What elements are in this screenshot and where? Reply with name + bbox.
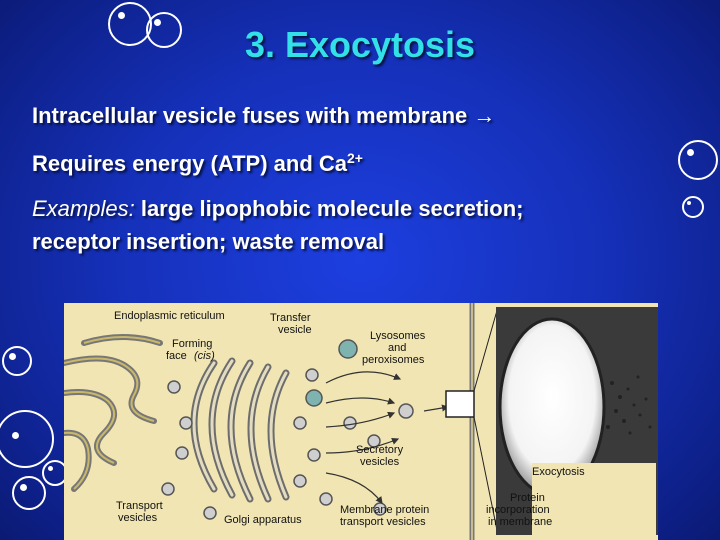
line-examples: Examples: large lipophobic molecule secr… xyxy=(32,196,523,222)
right-arrow-icon: → xyxy=(473,103,496,128)
examples-label: Examples: xyxy=(32,196,135,221)
bubble-decoration xyxy=(146,12,182,48)
label-secretory-1: Secretory xyxy=(356,444,404,456)
examples-text: large lipophobic molecule secretion; xyxy=(134,196,524,221)
label-golgi-apparatus: Golgi apparatus xyxy=(224,514,302,526)
bubble-decoration xyxy=(2,346,32,376)
label-protein-1: Protein xyxy=(510,492,545,504)
line-vesicle-fuses: Intracellular vesicle fuses with membran… xyxy=(32,103,495,129)
label-transfer-1: Transfer xyxy=(270,312,311,324)
label-lysosomes-2: and xyxy=(388,342,406,354)
line-vesicle-fuses-text: Intracellular vesicle fuses with membran… xyxy=(32,103,474,128)
examples-continued-text: receptor insertion; waste removal xyxy=(32,229,385,254)
vesicles xyxy=(161,339,414,520)
bubble-decoration xyxy=(678,140,718,180)
secretion-granules xyxy=(606,375,652,435)
label-endoplasmic-reticulum: Endoplasmic reticulum xyxy=(114,310,225,322)
inset-box xyxy=(445,390,475,418)
label-forming-2: face xyxy=(166,350,187,362)
label-lysosomes-3: peroxisomes xyxy=(362,354,425,366)
label-protein-2: incorporation xyxy=(486,504,550,516)
label-forming-3: (cis) xyxy=(194,350,215,362)
slide-title-text: 3. Exocytosis xyxy=(244,24,476,65)
line-examples-continued: receptor insertion; waste removal xyxy=(32,229,384,255)
label-exocytosis: Exocytosis xyxy=(532,466,585,478)
exocytosis-diagram: Endoplasmic reticulum Transfer vesicle F… xyxy=(64,303,658,540)
label-transport-2: vesicles xyxy=(118,512,158,524)
calcium-superscript: 2+ xyxy=(347,150,363,166)
line-requires-energy-text: Requires energy (ATP) and Ca xyxy=(32,151,347,176)
label-transport-1: Transport xyxy=(116,500,163,512)
line-requires-energy: Requires energy (ATP) and Ca2+ xyxy=(32,150,363,177)
bubble-decoration xyxy=(0,410,54,468)
label-membrane-protein-2: transport vesicles xyxy=(340,516,426,528)
label-secretory-2: vesicles xyxy=(360,456,400,468)
label-transfer-2: vesicle xyxy=(278,324,312,336)
exocytosis-diagram-svg: Endoplasmic reticulum Transfer vesicle F… xyxy=(64,303,658,540)
pathway-arrows xyxy=(325,371,450,504)
label-forming-1: Forming xyxy=(172,338,212,350)
label-protein-3: in membrane xyxy=(488,516,552,528)
bubble-decoration xyxy=(12,476,46,510)
label-membrane-protein-1: Membrane protein xyxy=(340,504,429,516)
label-lysosomes-1: Lysosomes xyxy=(370,330,426,342)
slide-title: 3. Exocytosis xyxy=(0,24,720,66)
bubble-decoration xyxy=(682,196,704,218)
